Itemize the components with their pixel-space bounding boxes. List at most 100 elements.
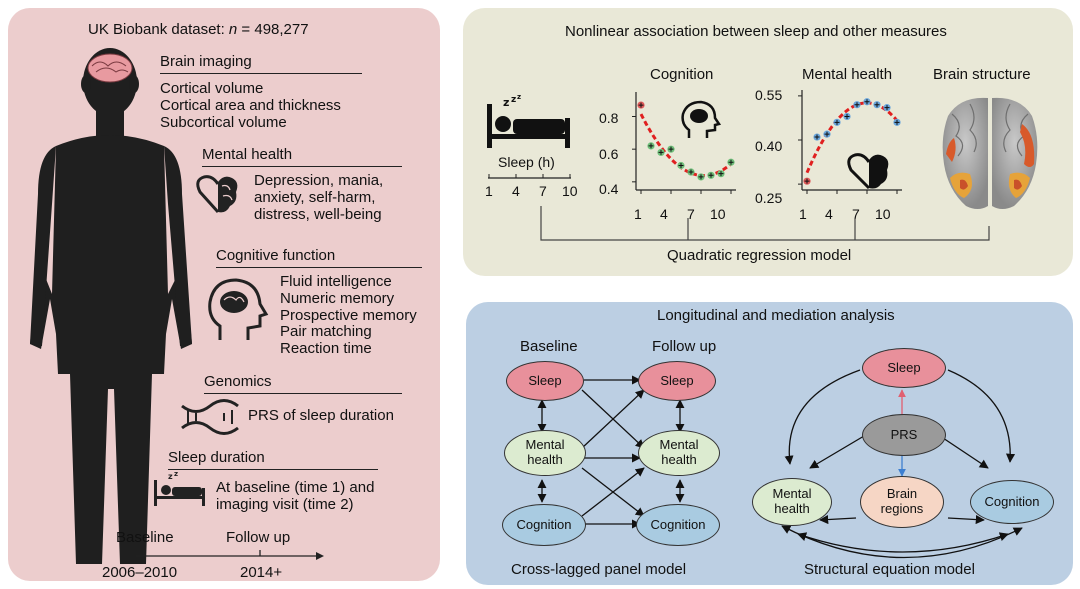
error-bar	[638, 102, 644, 108]
list-item: Subcortical volume	[160, 113, 287, 131]
sleep-axis-tick: 7	[539, 183, 547, 199]
x-tick: 10	[875, 206, 891, 222]
sleep-axis-label: Sleep (h)	[498, 154, 555, 170]
x-tick: 4	[825, 206, 833, 222]
error-bar	[834, 119, 840, 125]
y-tick: 0.4	[599, 181, 619, 197]
error-bar	[824, 131, 830, 137]
sem-brain-node: Brain regions	[860, 476, 944, 528]
mental-health-list: Depression, mania, anxiety, self-harm, d…	[254, 172, 384, 223]
error-bar	[844, 113, 850, 119]
y-tick: 0.40	[755, 138, 783, 154]
cognitive-function-list: Fluid intelligence Numeric memory Prospe…	[280, 273, 417, 358]
svg-text:z: z	[174, 470, 178, 478]
error-bar	[854, 102, 860, 108]
brain-structure-image	[942, 97, 1038, 209]
genomics-heading: Genomics	[204, 373, 402, 394]
timeline-baseline-label: Baseline	[116, 529, 174, 546]
svg-text:z: z	[517, 93, 521, 101]
x-tick: 7	[852, 206, 860, 222]
error-bar	[728, 159, 734, 165]
panel-title: Longitudinal and mediation analysis	[657, 307, 895, 324]
error-bar	[678, 163, 684, 168]
brain-icon	[87, 53, 133, 83]
clpm-cognition-baseline-node: Cognition	[502, 504, 586, 546]
clpm-sleep-baseline-node: Sleep	[506, 361, 584, 401]
y-tick: 0.25	[755, 190, 783, 206]
sleep-axis-tick: 10	[562, 183, 578, 199]
quadratic-fit-line	[639, 113, 732, 178]
clpm-cognition-followup-node: Cognition	[636, 504, 720, 546]
svg-text:z: z	[511, 95, 516, 105]
list-item: Numeric memory	[280, 289, 395, 307]
sem-caption: Structural equation model	[804, 561, 975, 578]
error-bar	[718, 171, 724, 177]
error-bar	[688, 169, 694, 175]
sleep-axis	[488, 174, 571, 179]
model-bracket	[540, 206, 990, 241]
clpm-sleep-followup-node: Sleep	[638, 361, 716, 401]
sem-prs-node: PRS	[862, 414, 946, 456]
error-bar	[698, 174, 704, 180]
error-bar	[874, 102, 880, 108]
longitudinal-panel: Longitudinal and mediation analysis Base…	[466, 302, 1073, 585]
timeline-followup-label: Follow up	[226, 529, 291, 546]
bed-sleep-icon: z z z	[487, 93, 570, 148]
list-item: Cortical area and thickness	[160, 96, 341, 114]
error-bar	[648, 143, 654, 149]
y-tick: 0.8	[599, 110, 619, 126]
y-tick: 0.55	[755, 87, 783, 103]
list-item: Fluid intelligence	[280, 273, 392, 290]
mental-health-heading: Mental health	[202, 146, 402, 167]
list-item: Depression, mania,	[254, 172, 384, 189]
list-item: Reaction time	[280, 340, 372, 358]
brain-imaging-list: Cortical volume Cortical area and thickn…	[160, 80, 341, 131]
mental-health-chart-title: Mental health	[802, 66, 893, 83]
list-item: imaging visit (time 2)	[216, 495, 354, 513]
followup-label: Follow up	[652, 338, 717, 355]
nonlinear-association-panel: Nonlinear association between sleep and …	[463, 8, 1073, 276]
genomics-item: PRS of sleep duration	[248, 407, 394, 424]
sem-sleep-node: Sleep	[862, 348, 946, 388]
heart-brain-icon	[847, 153, 889, 190]
sleep-axis-tick: 1	[485, 183, 493, 199]
cognition-chart-title: Cognition	[650, 66, 714, 83]
svg-text:z: z	[503, 96, 509, 109]
list-item: Prospective memory	[280, 306, 417, 324]
error-bar	[814, 134, 820, 140]
timeline-arrow	[136, 550, 324, 560]
error-bar	[668, 146, 674, 152]
cognition-scatter-chart	[632, 92, 736, 194]
heart-brain-icon	[196, 175, 238, 214]
clpm-mental-followup-node: Mental health	[638, 430, 720, 476]
cognitive-function-heading: Cognitive function	[216, 247, 422, 268]
error-bar	[894, 119, 900, 125]
mental-health-scatter-chart	[798, 90, 902, 194]
error-bar	[658, 149, 664, 155]
x-tick: 1	[634, 206, 642, 222]
clpm-arrows	[537, 375, 685, 529]
panel-title: Nonlinear association between sleep and …	[565, 23, 947, 40]
quadratic-fit-line	[805, 101, 899, 174]
x-tick: 7	[687, 206, 695, 222]
human-silhouette-icon	[30, 48, 192, 564]
dna-icon	[181, 399, 239, 435]
dataset-title: UK Biobank dataset: n = 498,277	[88, 21, 309, 38]
sem-cognition-node: Cognition	[970, 480, 1054, 524]
head-brain-icon	[208, 278, 269, 340]
brain-imaging-heading: Brain imaging	[160, 53, 362, 74]
x-tick: 4	[660, 206, 668, 222]
x-tick: 1	[799, 206, 807, 222]
svg-text:z: z	[168, 472, 173, 481]
sem-mental-node: Mental health	[752, 478, 832, 526]
brain-structure-title: Brain structure	[933, 66, 1031, 83]
sleep-duration-heading: Sleep duration	[168, 449, 378, 470]
clpm-caption: Cross-lagged panel model	[511, 561, 687, 578]
clpm-mental-baseline-node: Mental health	[504, 430, 586, 476]
error-bar	[864, 99, 870, 105]
list-item: anxiety, self-harm,	[254, 188, 376, 206]
list-item: Pair matching	[280, 323, 372, 341]
timeline-baseline-years: 2006–2010	[102, 564, 178, 581]
error-bar	[804, 178, 810, 184]
list-item: Cortical volume	[160, 80, 264, 97]
